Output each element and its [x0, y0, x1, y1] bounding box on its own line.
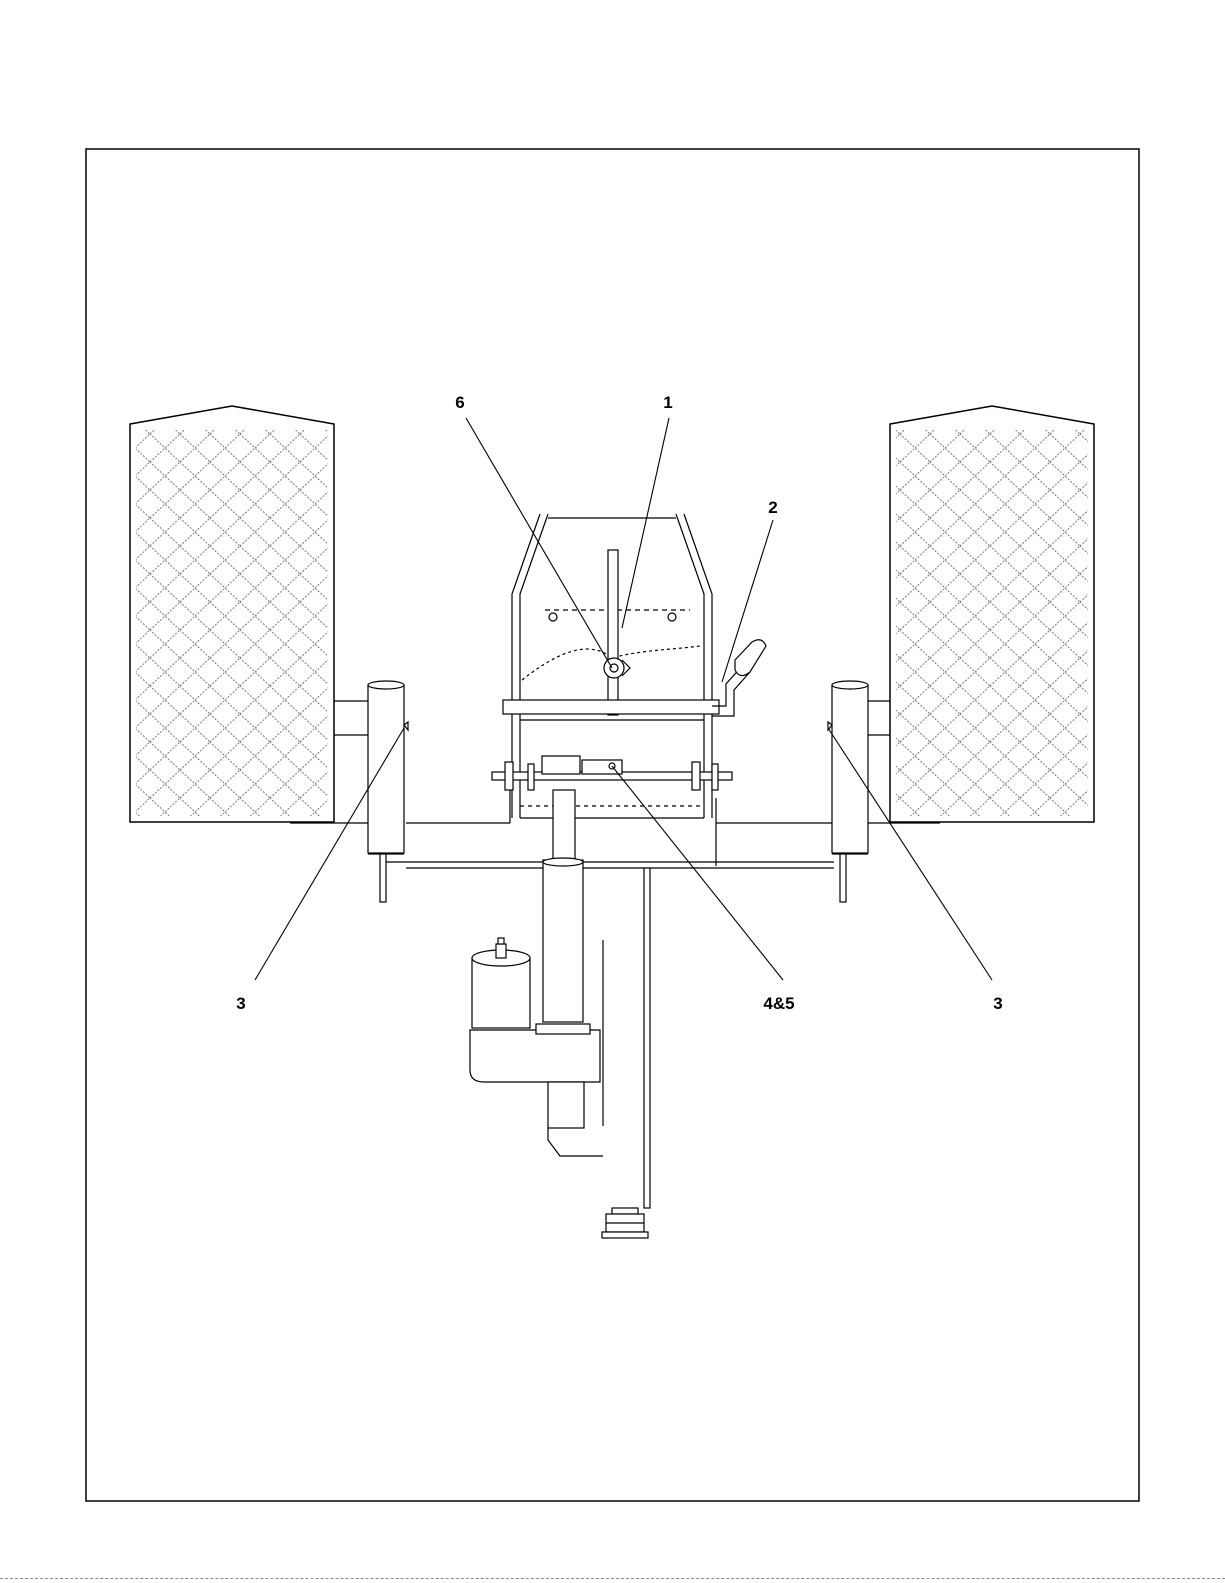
callout-3-right: 3: [993, 994, 1002, 1013]
leader-lines: [255, 418, 992, 980]
handle: [712, 640, 766, 716]
left-tire: [130, 406, 334, 822]
callout-1: 1: [663, 393, 672, 412]
left-kingpin-cylinder: [368, 681, 408, 902]
callout-4-5: 4&5: [763, 994, 794, 1013]
page-frame: [86, 149, 1139, 1501]
callout-3-left: 3: [236, 994, 245, 1013]
leader-6: [466, 418, 612, 668]
leader-4-5: [612, 766, 783, 980]
right-kingpin-cylinder: [828, 681, 868, 902]
leader-1: [622, 418, 669, 628]
center-jack: [470, 790, 650, 1238]
callout-2: 2: [768, 498, 777, 517]
page-bottom-edge: [0, 1578, 1225, 1579]
callout-6: 6: [455, 393, 464, 412]
hitch-bracket: [492, 514, 732, 818]
right-tire: [890, 406, 1094, 822]
